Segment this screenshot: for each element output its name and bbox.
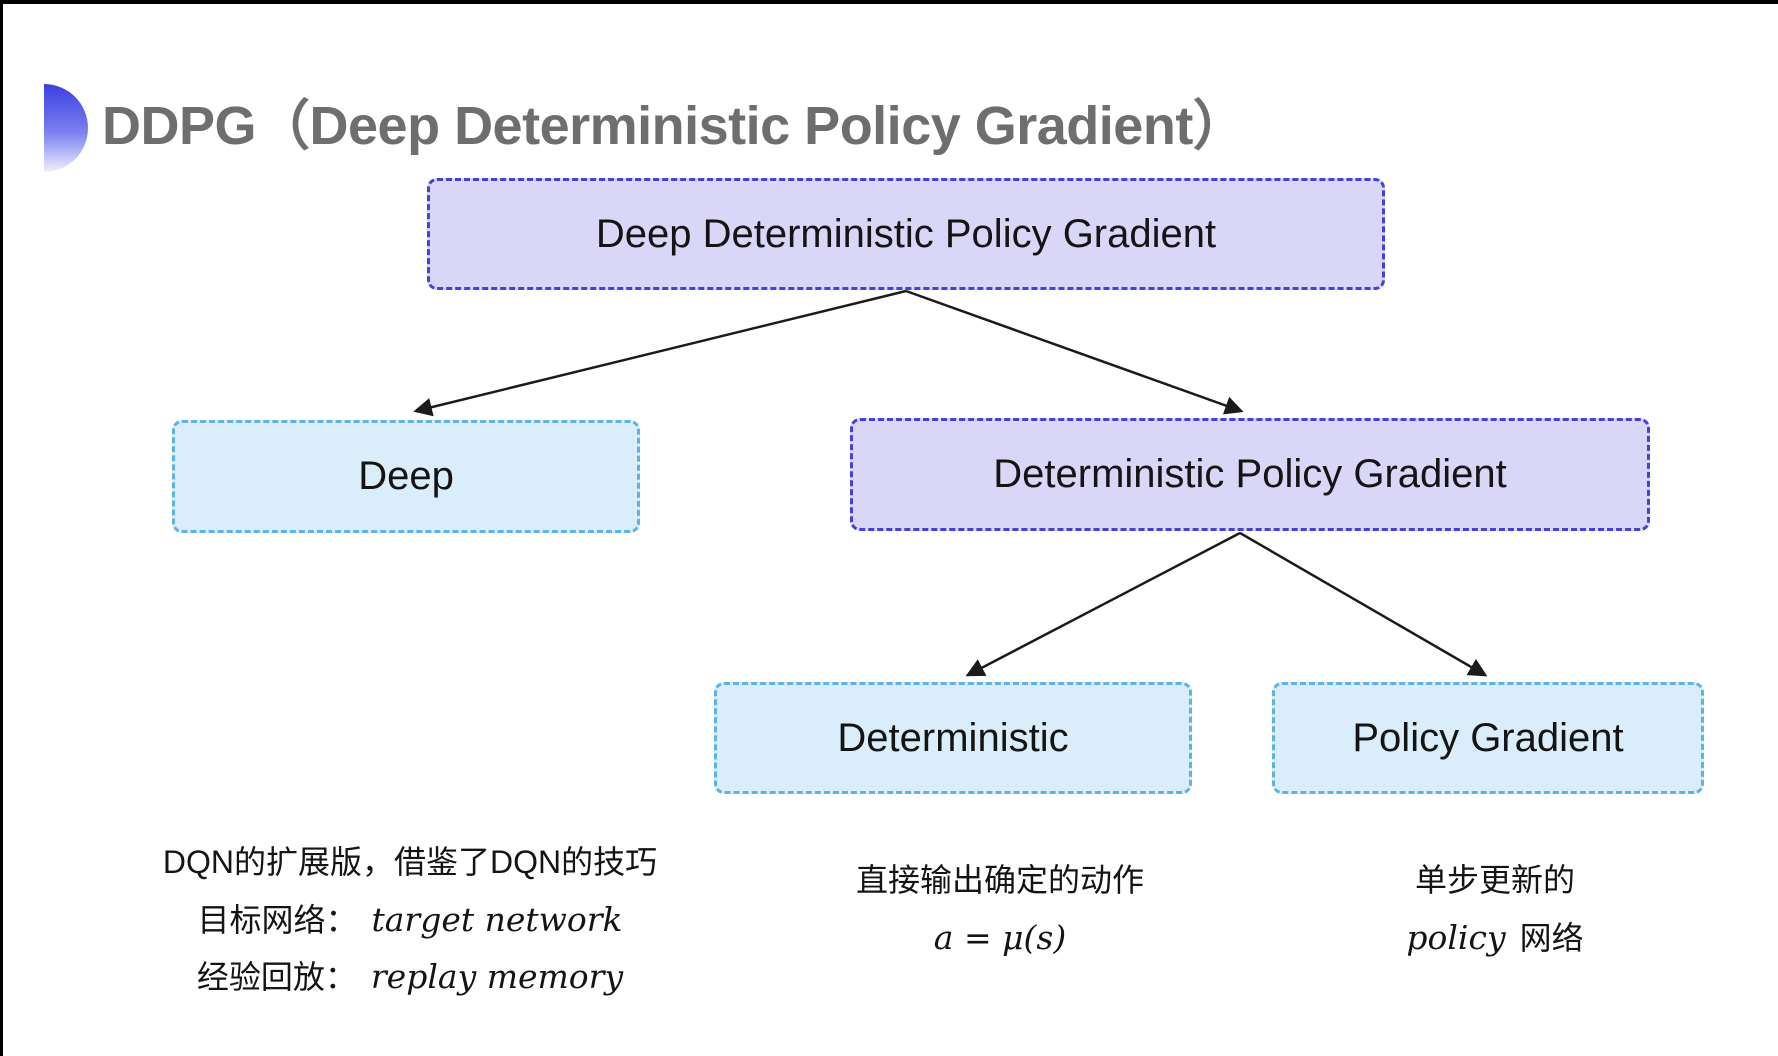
node-deterministic: Deterministic	[714, 682, 1192, 794]
node-deep-deterministic-policy-gradient: Deep Deterministic Policy Gradient	[427, 178, 1385, 290]
page-title: DDPG（Deep Deterministic Policy Gradient）	[102, 96, 1247, 156]
note-term-en: replay memory	[370, 957, 624, 996]
note-formula: a = μ(s)	[933, 918, 1067, 957]
note-line: DQN的扩展版，借鉴了DQN的技巧	[162, 844, 658, 880]
note-deterministic: 直接输出确定的动作 a = μ(s)	[790, 852, 1210, 966]
note-label-zh: 经验回放：	[196, 959, 357, 995]
note-label-zh: 网络	[1519, 920, 1584, 956]
node-deep: Deep	[172, 420, 640, 533]
note-term-en: policy	[1406, 918, 1506, 957]
bullet-gradient-circle	[44, 84, 88, 172]
note-deep: DQN的扩展版，借鉴了DQN的技巧 目标网络： target network 经验…	[120, 834, 700, 1005]
node-label: Deterministic	[837, 715, 1069, 760]
note-policy-gradient: 单步更新的 policy 网络	[1330, 852, 1660, 966]
frame-border-left	[0, 0, 3, 1056]
arrow-dpg-to-policy-gradient	[1239, 531, 1488, 677]
note-term-en: target network	[371, 900, 623, 939]
node-label: Deep Deterministic Policy Gradient	[595, 211, 1217, 256]
note-label-zh: 目标网络：	[197, 902, 358, 938]
note-line: 直接输出确定的动作	[855, 862, 1144, 898]
node-label: Deep	[358, 454, 454, 498]
frame-border-top	[0, 0, 1778, 4]
arrow-root-to-dpg	[905, 289, 1244, 415]
title-bullet-icon	[44, 84, 90, 172]
arrow-root-to-deep	[413, 289, 907, 417]
note-line: 经验回放： replay memory	[120, 948, 700, 1005]
note-line: 单步更新的	[1414, 862, 1575, 898]
node-label: Deterministic Policy Gradient	[993, 452, 1507, 496]
note-line: 目标网络： target network	[120, 891, 700, 948]
arrow-dpg-to-deterministic	[965, 531, 1241, 677]
node-policy-gradient: Policy Gradient	[1272, 682, 1704, 794]
node-deterministic-policy-gradient: Deterministic Policy Gradient	[850, 418, 1650, 531]
note-line: policy 网络	[1330, 909, 1660, 966]
node-label: Policy Gradient	[1352, 715, 1624, 760]
